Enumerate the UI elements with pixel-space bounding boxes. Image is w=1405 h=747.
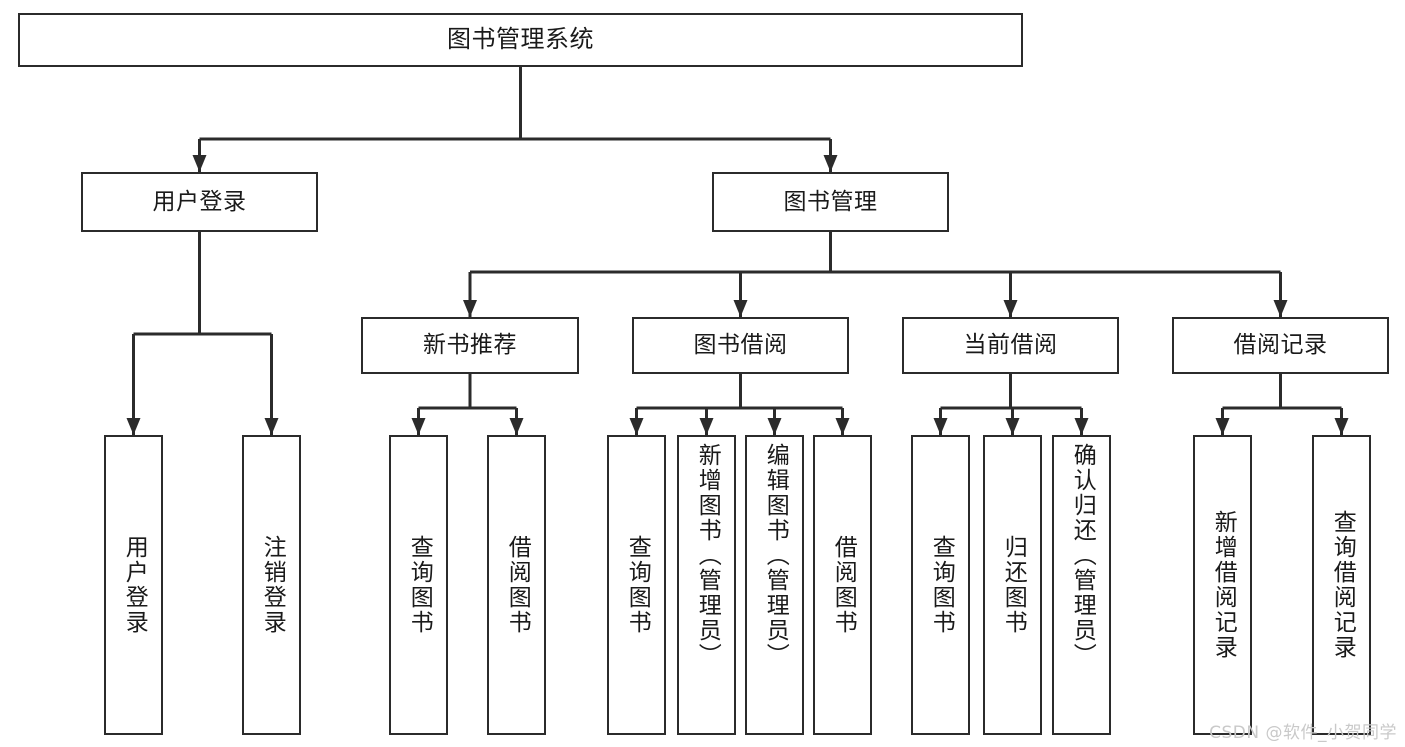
arrowhead: [933, 418, 948, 435]
node-book-borrow[interactable]: 图书借阅: [632, 317, 849, 374]
node-leaf-query-book-2[interactable]: 查询图书: [607, 435, 666, 735]
node-borrow-record[interactable]: 借阅记录: [1172, 317, 1389, 374]
arrowhead: [1005, 418, 1020, 435]
arrowhead: [192, 155, 207, 172]
node-leaf-edit-book[interactable]: 编辑图书（管理员）: [745, 435, 804, 735]
arrowhead: [411, 418, 426, 435]
node-leaf-add-record[interactable]: 新增借阅记录: [1193, 435, 1252, 735]
node-current-borrow[interactable]: 当前借阅: [902, 317, 1119, 374]
node-label: 编辑图书（管理员）: [762, 443, 789, 668]
arrowhead: [835, 418, 850, 435]
arrowhead: [629, 418, 644, 435]
node-leaf-borrow-book-1[interactable]: 借阅图书: [487, 435, 546, 735]
node-leaf-return-book[interactable]: 归还图书: [983, 435, 1042, 735]
node-new-book-rec[interactable]: 新书推荐: [361, 317, 579, 374]
node-label: 新增图书（管理员）: [694, 443, 721, 668]
node-label: 用户登录: [152, 188, 247, 215]
arrowhead: [1215, 418, 1230, 435]
arrowhead: [1074, 418, 1089, 435]
node-label: 借阅记录: [1233, 332, 1328, 359]
node-label: 归还图书: [1000, 535, 1027, 635]
arrowhead: [1003, 300, 1018, 317]
arrowhead: [509, 418, 524, 435]
node-leaf-query-book-3[interactable]: 查询图书: [911, 435, 970, 735]
node-user-login[interactable]: 用户登录: [81, 172, 318, 232]
watermark: CSDN @软件_小贺同学: [1209, 723, 1397, 743]
arrowhead: [1273, 300, 1288, 317]
arrowhead: [463, 300, 477, 317]
node-label: 查询图书: [928, 535, 955, 635]
arrowhead: [733, 300, 748, 317]
node-root[interactable]: 图书管理系统: [18, 13, 1023, 67]
node-label: 借阅图书: [504, 535, 531, 635]
arrowhead: [264, 418, 279, 435]
node-label: 图书管理系统: [447, 25, 594, 54]
node-leaf-add-book[interactable]: 新增图书（管理员）: [677, 435, 736, 735]
node-leaf-query-record[interactable]: 查询借阅记录: [1312, 435, 1371, 735]
node-leaf-query-book-1[interactable]: 查询图书: [389, 435, 448, 735]
arrowhead: [767, 418, 782, 435]
arrowhead: [823, 155, 838, 172]
arrowhead: [126, 418, 141, 435]
node-leaf-confirm-return[interactable]: 确认归还（管理员）: [1052, 435, 1111, 735]
node-label: 当前借阅: [963, 332, 1058, 359]
node-label: 用户登录: [121, 535, 148, 635]
node-book-manage[interactable]: 图书管理: [712, 172, 949, 232]
node-leaf-borrow-book-2[interactable]: 借阅图书: [813, 435, 872, 735]
node-label: 查询借阅记录: [1329, 510, 1356, 660]
node-label: 查询图书: [624, 535, 651, 635]
node-label: 新书推荐: [423, 332, 517, 359]
node-leaf-user-login[interactable]: 用户登录: [104, 435, 163, 735]
node-label: 查询图书: [406, 535, 433, 635]
node-label: 图书管理: [783, 188, 878, 215]
node-label: 借阅图书: [830, 535, 857, 635]
arrowhead: [699, 418, 714, 435]
node-label: 新增借阅记录: [1210, 510, 1237, 660]
arrowhead: [1334, 418, 1349, 435]
node-leaf-logout[interactable]: 注销登录: [242, 435, 301, 735]
node-label: 确认归还（管理员）: [1069, 443, 1096, 668]
node-label: 注销登录: [259, 535, 286, 635]
node-label: 图书借阅: [693, 332, 788, 359]
